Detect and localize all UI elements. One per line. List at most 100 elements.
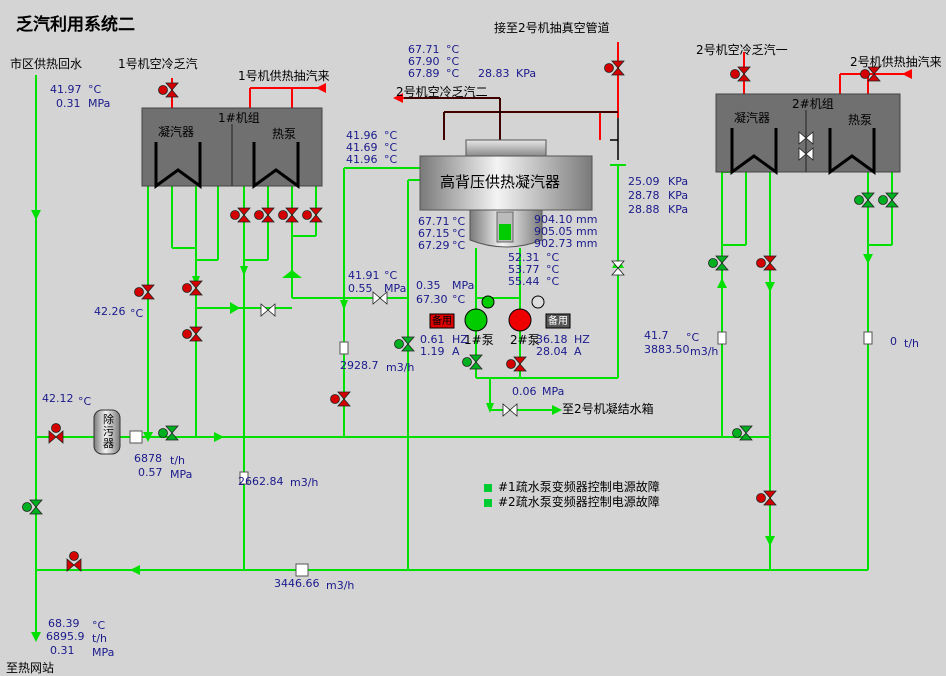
p1-hz-unit: HZ: [452, 333, 468, 346]
mid-p: 0.55: [348, 282, 373, 295]
right-p1: 25.09: [628, 175, 660, 188]
u2-t: 41.7: [644, 329, 669, 342]
p1-a-unit: A: [452, 345, 460, 358]
u2-flow2-unit: t/h: [904, 337, 919, 350]
page-title: 乏汽利用系统二: [16, 15, 135, 35]
flow-bottom: 3446.66: [274, 577, 320, 590]
outlet-p-unit: MPa: [452, 279, 475, 292]
p2-a: 28.04: [536, 345, 568, 358]
city-press: 0.31: [56, 97, 81, 110]
u1-extract-label: 1号机供热抽汽来: [238, 69, 330, 83]
p2-a-unit: A: [574, 345, 582, 358]
tank-t2-unit: °C: [446, 55, 460, 68]
valve[interactable]: [66, 551, 82, 572]
to-station-label: 至热网站: [6, 661, 55, 675]
cond-drain-p: 0.06: [512, 385, 537, 398]
valve[interactable]: [462, 354, 483, 370]
valve[interactable]: [230, 207, 251, 223]
p2-hz: 36.18: [536, 333, 568, 346]
lower-t2-unit: °C: [452, 227, 466, 240]
right-p2-unit: KPa: [668, 189, 689, 202]
left-t-unit: °C: [130, 307, 144, 320]
valve[interactable]: [372, 291, 388, 305]
valve[interactable]: [756, 490, 777, 506]
valve[interactable]: [708, 255, 729, 271]
u1-steam-label: 1号机空冷乏汽: [118, 57, 198, 71]
u2-extract-label: 2号机供热抽汽来: [850, 55, 942, 69]
level1-unit: mm: [576, 213, 598, 226]
hp-condenser-label: 高背压供热凝汽器: [440, 173, 561, 191]
deaerator-label: 除污器: [103, 413, 114, 450]
valve[interactable]: [134, 284, 155, 300]
cond-drain-p-unit: MPa: [542, 385, 565, 398]
flow-mid-unit: m3/h: [386, 361, 415, 374]
valve[interactable]: [756, 255, 777, 271]
valve[interactable]: [860, 66, 881, 82]
valve[interactable]: [394, 336, 415, 352]
flow-bottom-unit: m3/h: [326, 579, 355, 592]
deaer-flow-unit: t/h: [170, 454, 185, 467]
valve[interactable]: [182, 326, 203, 342]
alarm-1: #1疏水泵变频器控制电源故障: [498, 480, 660, 494]
u2-condenser-label: 凝汽器: [734, 111, 771, 125]
p1-hz: 0.61: [420, 333, 445, 346]
valve[interactable]: [182, 280, 203, 296]
tank-t3-unit: °C: [446, 67, 460, 80]
out-t: 68.39: [48, 617, 80, 630]
tank-t3: 67.89: [408, 67, 440, 80]
pump1-backup-label: 备用: [432, 316, 452, 327]
deaer-press-unit: MPa: [170, 468, 193, 481]
valve[interactable]: [502, 403, 518, 417]
outlet-p: 0.35: [416, 279, 441, 292]
valve[interactable]: [798, 131, 814, 145]
mid-p-unit: MPa: [384, 282, 407, 295]
pt1-unit: °C: [546, 251, 560, 264]
tank-t1: 67.71: [408, 43, 440, 56]
valve[interactable]: [302, 207, 323, 223]
valve[interactable]: [878, 192, 899, 208]
flow-center-unit: m3/h: [290, 476, 319, 489]
flow-mid: 2928.7: [340, 359, 379, 372]
city-temp-unit: °C: [88, 83, 102, 96]
lower-t2: 67.15: [418, 227, 450, 240]
pt2: 53.77: [508, 263, 540, 276]
valve[interactable]: [330, 391, 351, 407]
u2-heatpump-label: 热泵: [848, 113, 873, 127]
valve[interactable]: [506, 356, 527, 372]
to-tank-label: 至2号机凝结水箱: [562, 402, 654, 416]
vacuum-pipe-label: 接至2号机抽真空管道: [494, 21, 610, 35]
valve[interactable]: [732, 425, 753, 441]
u1-group-label: 1#机组: [218, 111, 260, 125]
out-press-unit: MPa: [92, 646, 115, 659]
p1-a: 1.19: [420, 345, 445, 358]
level3: 902.73: [534, 237, 573, 250]
valve[interactable]: [798, 147, 814, 161]
valve[interactable]: [611, 260, 625, 276]
level2: 905.05: [534, 225, 573, 238]
out-press: 0.31: [50, 644, 75, 657]
u2-flow: 3883.50: [644, 343, 690, 356]
valve[interactable]: [158, 82, 179, 98]
valve[interactable]: [254, 207, 275, 223]
pump2-backup-label: 备用: [548, 316, 568, 327]
pump1-label: 1#泵: [464, 333, 494, 347]
pre-deaerator-t-unit: °C: [78, 395, 92, 408]
valve[interactable]: [48, 423, 64, 444]
flow-center: 2662.84: [238, 475, 284, 488]
valve[interactable]: [278, 207, 299, 223]
pre-deaerator-t: 42.12: [42, 392, 74, 405]
u2-cool1-label: 2号机空冷乏汽一: [696, 43, 788, 57]
valve[interactable]: [260, 303, 276, 317]
valve[interactable]: [158, 425, 179, 441]
valve[interactable]: [854, 192, 875, 208]
lower-t1-unit: °C: [452, 215, 466, 228]
valve[interactable]: [22, 499, 43, 515]
valve[interactable]: [604, 60, 625, 76]
u2-group-label: 2#机组: [792, 97, 834, 111]
pt3: 55.44: [508, 275, 540, 288]
lower-t1: 67.71: [418, 215, 450, 228]
valve[interactable]: [730, 66, 751, 82]
cond-in-t3: 41.96: [346, 153, 378, 166]
cond-in-t3-unit: °C: [384, 153, 398, 166]
